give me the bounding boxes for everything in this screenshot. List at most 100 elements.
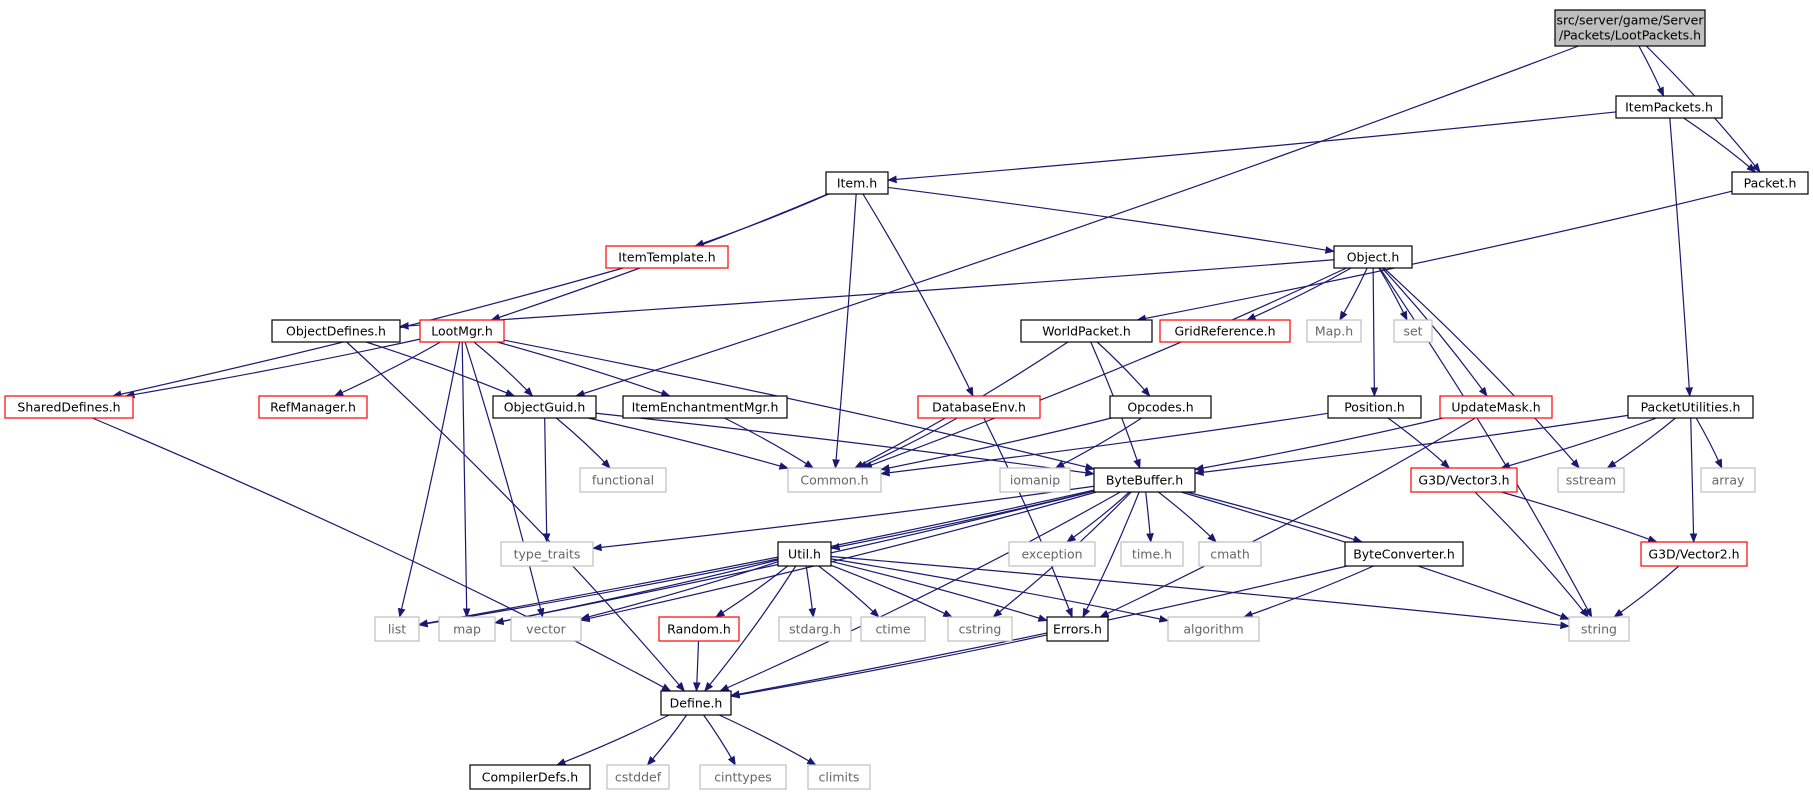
node-label-functional: functional	[592, 473, 654, 488]
node-box-array	[1700, 467, 1756, 493]
node-box-g3dvec3	[1410, 467, 1518, 493]
node-label-root: src/server/game/Server	[1557, 12, 1705, 27]
node-bytebuffer[interactable]: ByteBuffer.h	[1093, 467, 1196, 493]
edge-packet-to-worldpacket	[1136, 190, 1733, 323]
node-random[interactable]: Random.h	[658, 616, 740, 642]
node-list: list	[374, 616, 420, 642]
edge-packetutil-to-array	[1695, 417, 1723, 469]
edge-updatemask-to-errors	[1099, 417, 1476, 618]
node-opcodes[interactable]: Opcodes.h	[1109, 395, 1212, 419]
node-g3dvec2[interactable]: G3D/Vector2.h	[1640, 541, 1748, 567]
node-updatemask[interactable]: UpdateMask.h	[1439, 395, 1553, 419]
node-objectdefines[interactable]: ObjectDefines.h	[271, 319, 401, 343]
edge-bytebuffer-to-timeh	[1145, 491, 1154, 543]
node-objectguid[interactable]: ObjectGuid.h	[492, 395, 597, 419]
edge-packetutil-to-g3dvec3	[1500, 417, 1657, 470]
edge-util-to-define	[704, 565, 797, 692]
node-label-itemenchant: ItemEnchantmentMgr.h	[632, 400, 779, 415]
edge-bytebuffer-to-util	[830, 490, 1095, 551]
edge-packetutil-to-g3dvec2	[1689, 417, 1698, 543]
node-label-typetraits: type_traits	[514, 547, 581, 562]
node-label-g3dvec2: G3D/Vector2.h	[1648, 547, 1739, 562]
edge-objectdefines-to-define	[346, 341, 686, 692]
edge-databaseenv-to-common	[857, 417, 958, 469]
node-itemenchant[interactable]: ItemEnchantmentMgr.h	[622, 395, 788, 419]
node-define[interactable]: Define.h	[660, 690, 732, 716]
node-box-climits	[807, 764, 871, 790]
node-box-cmath	[1198, 541, 1262, 567]
node-label-common: Common.h	[800, 473, 868, 488]
edge-databaseenv-to-errors	[983, 417, 1073, 618]
node-box-vector	[510, 616, 582, 642]
edge-g3dvec3-to-string	[1474, 491, 1589, 618]
edge-lootmgr-to-shareddefines	[124, 338, 421, 399]
edge-util-to-ctime	[818, 565, 880, 618]
edge-define-to-climits	[718, 714, 817, 766]
edge-bytebuffer-to-cmath	[1157, 491, 1217, 543]
edge-object-to-sstream	[1383, 267, 1580, 469]
edge-bytebuffer-to-vector	[580, 491, 1097, 623]
node-g3dvec3[interactable]: G3D/Vector3.h	[1410, 467, 1518, 493]
node-label-cstring: cstring	[959, 622, 1002, 637]
edge-objectguid-to-common	[588, 417, 789, 470]
node-itemtemplate[interactable]: ItemTemplate.h	[605, 245, 729, 269]
node-errors[interactable]: Errors.h	[1046, 616, 1109, 642]
node-box-list	[374, 616, 420, 642]
node-box-packetutil	[1627, 395, 1754, 419]
node-box-map	[1306, 319, 1362, 343]
node-label-exception: exception	[1021, 547, 1082, 562]
node-position[interactable]: Position.h	[1327, 395, 1422, 419]
node-box-stdarg	[778, 616, 852, 642]
node-string: string	[1568, 616, 1630, 642]
node-gridreference[interactable]: GridReference.h	[1159, 319, 1291, 343]
edge-object-to-common	[862, 267, 1347, 469]
node-label-map: Map.h	[1315, 324, 1353, 339]
node-label-set: set	[1403, 324, 1422, 339]
node-label-packet: Packet.h	[1744, 176, 1797, 191]
edge-updatemask-to-bytebuffer	[1194, 417, 1444, 472]
node-label-list: list	[388, 622, 406, 637]
edge-bytebuffer-to-errors	[1082, 491, 1140, 618]
edge-lootmgr-to-itemenchant	[497, 341, 671, 397]
edge-util-to-maph	[494, 559, 779, 625]
edge-util-to-cstring	[830, 564, 953, 618]
edge-root-to-itempackets	[1638, 45, 1665, 97]
node-label-shareddefines: SharedDefines.h	[17, 400, 120, 415]
node-itempackets[interactable]: ItemPackets.h	[1615, 95, 1723, 119]
node-box-string	[1568, 616, 1630, 642]
node-label-errors: Errors.h	[1053, 622, 1102, 637]
node-box-errors	[1046, 616, 1109, 642]
node-compilerdefs[interactable]: CompilerDefs.h	[469, 764, 591, 790]
edge-util-to-list	[418, 558, 779, 628]
edge-util-to-string	[830, 555, 1570, 630]
node-label-array: array	[1712, 473, 1745, 488]
node-refmanager[interactable]: RefManager.h	[258, 395, 368, 419]
node-packetutil[interactable]: PacketUtilities.h	[1627, 395, 1754, 419]
edge-byteconverter-to-algorithm	[1243, 565, 1374, 618]
node-item[interactable]: Item.h	[825, 171, 889, 195]
node-root[interactable]: src/server/game/Server/Packets/LootPacke…	[1554, 9, 1706, 47]
node-box-timeh	[1120, 541, 1184, 567]
node-label-object: Object.h	[1347, 250, 1400, 265]
node-stdarg: stdarg.h	[778, 616, 852, 642]
node-worldpacket[interactable]: WorldPacket.h	[1020, 319, 1153, 343]
node-util[interactable]: Util.h	[777, 541, 832, 567]
node-label-maph: map	[453, 622, 481, 637]
node-shareddefines[interactable]: SharedDefines.h	[4, 395, 134, 419]
node-box-itemenchant	[622, 395, 788, 419]
edge-object-to-string	[1379, 267, 1593, 618]
node-object[interactable]: Object.h	[1333, 245, 1413, 269]
node-lootmgr[interactable]: LootMgr.h	[419, 319, 505, 343]
node-functional: functional	[579, 467, 667, 493]
node-byteconverter[interactable]: ByteConverter.h	[1344, 541, 1464, 567]
node-box-bytebuffer	[1093, 467, 1196, 493]
node-label-objectguid: ObjectGuid.h	[504, 400, 586, 415]
node-databaseenv[interactable]: DatabaseEnv.h	[917, 395, 1041, 419]
node-box-objectguid	[492, 395, 597, 419]
node-label-cstddef: cstddef	[615, 770, 662, 785]
node-box-typetraits	[500, 541, 594, 567]
edge-define-to-cinttypes	[703, 714, 736, 766]
node-sstream: sstream	[1557, 467, 1625, 493]
node-maph: map	[438, 616, 496, 642]
node-packet[interactable]: Packet.h	[1731, 171, 1809, 195]
